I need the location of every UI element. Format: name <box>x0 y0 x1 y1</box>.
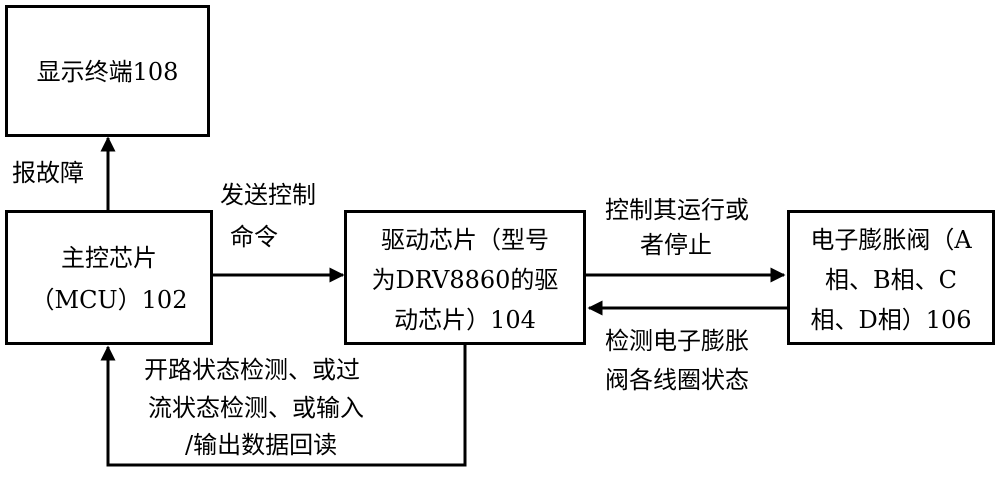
send-command-label-line2: 命令 <box>230 223 278 251</box>
valve-label-line3: 相、D相）106 <box>810 306 972 334</box>
valve-label-line1: 电子膨胀阀（A <box>810 226 972 254</box>
report-fault-label: 报故障 <box>12 159 84 187</box>
driver-chip-box: 驱动芯片（型号 为DRV8860的驱 动芯片）104 <box>344 210 586 345</box>
send-command-label-line1: 发送控制 <box>220 181 316 209</box>
mcu-box: 主控芯片 （MCU）102 <box>5 210 213 345</box>
arrow-feedback-loop <box>100 345 467 467</box>
feedback-label-line3: /输出数据回读 <box>185 431 338 459</box>
control-run-label-line2: 者停止 <box>640 231 712 259</box>
mcu-label-line1: 主控芯片 <box>61 244 157 272</box>
driver-label-line1: 驱动芯片（型号 <box>381 226 549 254</box>
detect-coils-label-line2: 阀各线圈状态 <box>605 366 749 394</box>
detect-coils-label-line1: 检测电子膨胀 <box>605 327 749 355</box>
driver-label-line2: 为DRV8860的驱 <box>371 266 559 294</box>
valve-box: 电子膨胀阀（A 相、B相、C 相、D相）106 <box>787 210 995 345</box>
display-terminal-label: 显示终端108 <box>36 58 179 86</box>
driver-label-line3: 动芯片）104 <box>394 306 536 334</box>
feedback-label-line1: 开路状态检测、或过 <box>144 356 360 384</box>
display-terminal-box: 显示终端108 <box>5 5 210 137</box>
valve-label-line2: 相、B相、C <box>825 266 957 294</box>
mcu-label-line2: （MCU）102 <box>30 286 188 314</box>
feedback-label-line2: 流状态检测、或输入 <box>148 394 364 422</box>
control-run-label-line1: 控制其运行或 <box>605 196 749 224</box>
